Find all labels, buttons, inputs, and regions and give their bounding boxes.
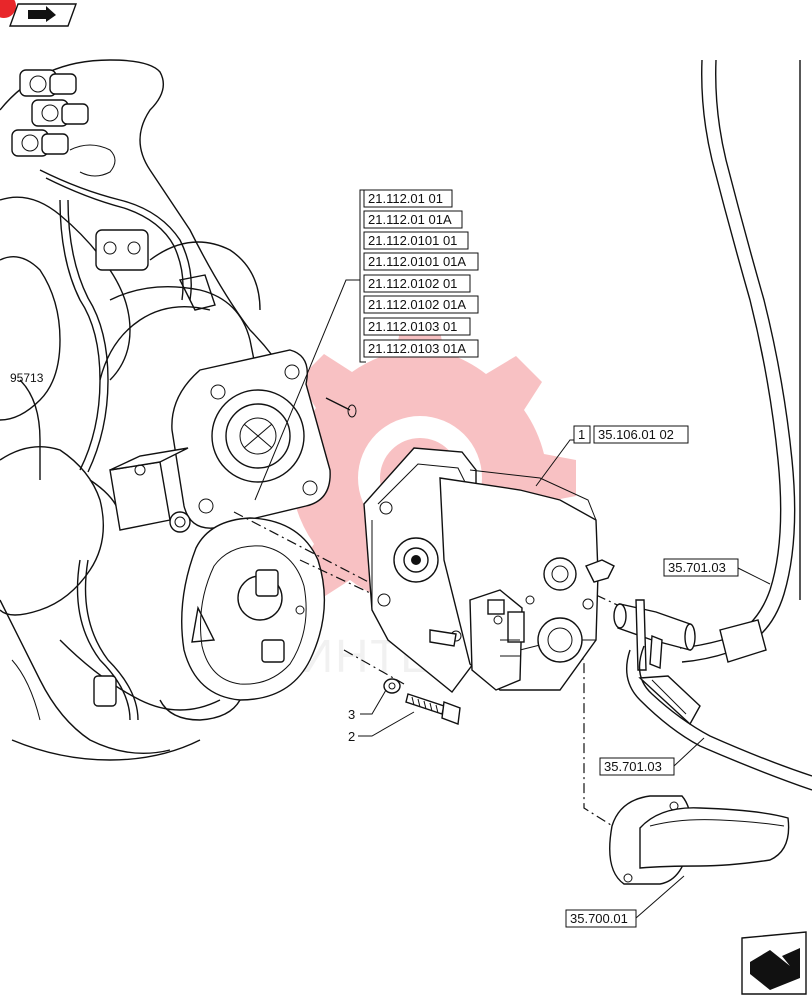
- leader-line-item-2: [358, 711, 415, 737]
- reference-item[interactable]: 21.112.0101 01: [363, 231, 469, 250]
- red-corner-badge: [0, 0, 16, 18]
- washer[interactable]: [383, 678, 401, 694]
- alignment-line: [559, 577, 629, 611]
- reference-item[interactable]: 21.112.0102 01: [363, 274, 471, 293]
- svg-text:35.106.01 02: 35.106.01 02: [598, 427, 674, 442]
- svg-text:21.112.0102 01: 21.112.0102 01: [368, 276, 457, 291]
- svg-text:21.112.0101 01A: 21.112.0101 01A: [368, 254, 466, 269]
- alignment-line: [343, 649, 405, 685]
- suction-flange[interactable]: [609, 795, 790, 885]
- svg-text:21.112.0102 01A: 21.112.0102 01A: [368, 297, 466, 312]
- reference-item[interactable]: 21.112.0103 01: [363, 317, 471, 336]
- svg-text:35.701.03: 35.701.03: [668, 560, 726, 575]
- callout-hose-upper[interactable]: 35.701.03: [663, 558, 771, 585]
- bolt[interactable]: [405, 693, 461, 725]
- reference-item[interactable]: 21.112.01 01A: [363, 210, 463, 229]
- reference-group: 21.112.01 01 21.112.01 01A 21.112.0101 0…: [254, 189, 479, 501]
- svg-text:21.112.01 01: 21.112.01 01: [368, 191, 443, 206]
- return-arrow-icon[interactable]: [741, 931, 807, 995]
- svg-text:21.112.0103 01: 21.112.0103 01: [368, 319, 457, 334]
- callout-hose-lower[interactable]: 35.701.03: [599, 737, 705, 776]
- alignment-line: [233, 511, 381, 589]
- reference-item[interactable]: 21.112.0102 01A: [363, 295, 479, 314]
- svg-text:35.700.01: 35.700.01: [570, 911, 628, 926]
- leader-line-item-3: [360, 689, 387, 715]
- alignment-line: [555, 635, 623, 833]
- svg-text:21.112.0103 01A: 21.112.0103 01A: [368, 341, 466, 356]
- callout-item-3[interactable]: 3: [348, 707, 355, 722]
- hose-lower[interactable]: [626, 645, 812, 791]
- reference-item[interactable]: 21.112.0103 01A: [363, 339, 479, 358]
- reference-item[interactable]: 21.112.0101 01A: [363, 252, 479, 271]
- svg-text:35.701.03: 35.701.03: [604, 759, 662, 774]
- svg-text:21.112.0101 01: 21.112.0101 01: [368, 233, 457, 248]
- svg-text:1: 1: [578, 427, 585, 442]
- forward-arrow-icon[interactable]: [9, 3, 77, 27]
- svg-text:95713: 95713: [10, 371, 44, 385]
- svg-text:21.112.01 01A: 21.112.01 01A: [368, 212, 452, 227]
- hydraulic-pump[interactable]: [363, 439, 615, 694]
- callout-item-2[interactable]: 2: [348, 729, 355, 744]
- hose-upper[interactable]: [613, 59, 801, 671]
- reference-item[interactable]: 21.112.01 01: [363, 189, 453, 208]
- callout-flange[interactable]: 35.700.01: [565, 875, 685, 928]
- callout-item-1[interactable]: 1 35.106.01 02: [573, 425, 689, 444]
- transmission-housing: 95713: [0, 59, 357, 761]
